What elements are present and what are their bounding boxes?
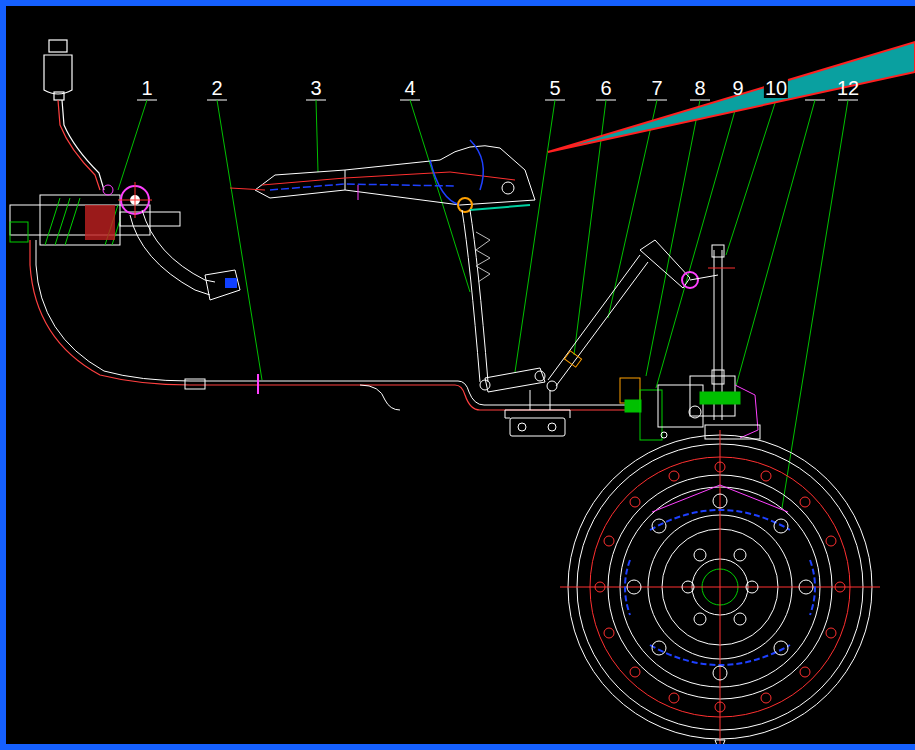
callout-number: 9	[731, 78, 744, 98]
linkage	[462, 210, 718, 436]
callout-number: 8	[693, 78, 706, 98]
brake-line	[30, 240, 640, 410]
callout-number: 5	[548, 78, 561, 98]
callout-number: 3	[309, 78, 322, 98]
callout-number: 10	[764, 78, 788, 98]
fluid-reservoir	[44, 40, 104, 190]
callout-number: 4	[403, 78, 416, 98]
callout-number: 1	[140, 78, 153, 98]
callout-number: 6	[599, 78, 612, 98]
callout-number: 12	[836, 78, 860, 98]
wheel-cylinder	[620, 245, 760, 440]
brake-drum	[560, 430, 880, 748]
callout-number: 2	[210, 78, 223, 98]
master-cylinder	[10, 182, 240, 300]
hand-brake-lever	[230, 140, 535, 212]
pointer-wedge	[548, 42, 915, 152]
callout-number: 7	[650, 78, 663, 98]
